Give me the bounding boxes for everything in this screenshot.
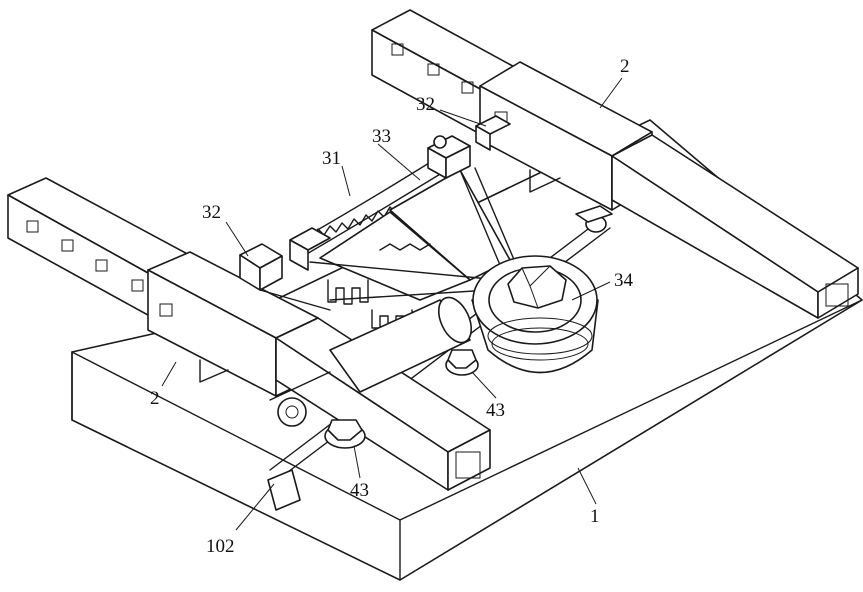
label-43-right: 43	[486, 400, 505, 421]
label-43-bottom: 43	[350, 480, 369, 501]
label-2-top: 2	[620, 56, 630, 77]
label-2-left: 2	[150, 388, 160, 409]
label-34: 34	[614, 270, 634, 291]
label-32-top: 32	[416, 94, 435, 115]
label-32-left: 32	[202, 202, 221, 223]
label-102: 102	[206, 536, 235, 557]
label-1: 1	[590, 506, 600, 527]
label-33: 33	[372, 126, 391, 147]
label-31: 31	[322, 148, 341, 169]
